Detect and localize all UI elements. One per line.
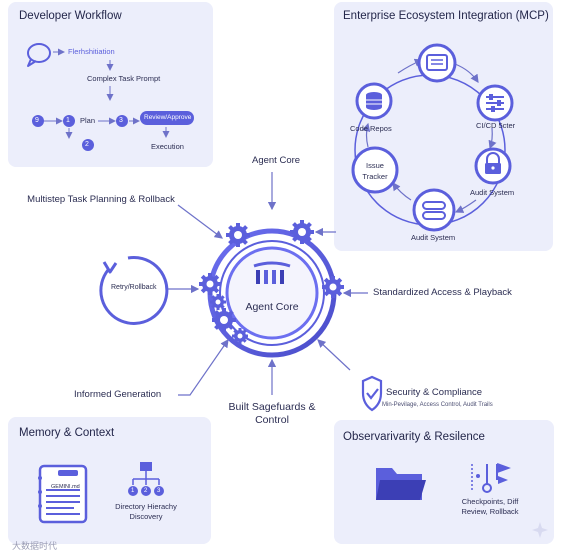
folder-icon xyxy=(376,468,426,500)
step-1-number: 1 xyxy=(66,117,70,124)
standardized-access-label: Standardized Access & Playback xyxy=(373,287,512,298)
informed-generation-label: Informed Generation xyxy=(74,389,162,400)
gear-icon xyxy=(199,273,221,295)
checkpoint-flags-icon xyxy=(471,463,511,493)
step-3-node xyxy=(116,115,128,127)
step-3-number: 3 xyxy=(119,117,123,124)
gear-icon xyxy=(226,223,250,247)
agent-core-ring xyxy=(207,228,337,358)
review-approve-pill xyxy=(140,111,194,125)
observability-title: Observarivarity & Resilence xyxy=(343,431,485,443)
issue-tracker-node xyxy=(351,146,399,194)
cicd-label: CI/CD 5cter xyxy=(476,121,516,130)
gear-icon xyxy=(322,276,344,298)
audit-system-right-label: Audit System xyxy=(470,188,515,197)
plan-label: Plan xyxy=(80,116,96,125)
sparkle-icon xyxy=(532,522,548,538)
developer-workflow-panel xyxy=(8,2,213,167)
step-2-number: 2 xyxy=(85,141,89,148)
retry-loop-icon xyxy=(99,255,169,325)
tree-node-1: 1 xyxy=(131,488,135,494)
complex-task-label: Complex Task Prompt xyxy=(87,74,161,83)
sliders-icon xyxy=(476,84,514,122)
prompt-input-label: Flerhshitiation xyxy=(68,47,115,56)
audit-system-bottom-label: Audit System xyxy=(411,233,456,242)
directory-tree-icon xyxy=(128,462,164,496)
step-2-node xyxy=(82,139,94,151)
developer-workflow-title: Developer Workflow xyxy=(19,10,122,22)
gear-icon xyxy=(210,294,226,310)
step-9-node xyxy=(32,115,44,127)
tree-node-3: 3 xyxy=(157,488,161,494)
step-1-node xyxy=(63,115,75,127)
speech-bubble-icon xyxy=(27,43,51,67)
security-title: Security & Compliance xyxy=(386,387,483,398)
agent-core-top-label: Agent Core xyxy=(252,155,301,166)
execution-label: Execution xyxy=(151,142,184,151)
observability-panel xyxy=(334,420,554,544)
database-icon xyxy=(355,82,393,120)
gear-icon xyxy=(290,220,314,244)
agent-core-logo-icon xyxy=(253,261,291,284)
audit-system-icon xyxy=(412,188,456,232)
gemini-md-label: GEMINI.md xyxy=(51,484,80,490)
enterprise-title: Enterprise Ecosystem Integration (MCP) xyxy=(343,10,549,22)
watermark-text: 大数据时代 xyxy=(12,541,58,551)
security-subtitle: Min-Pevilage, Access Control, Audit Trai… xyxy=(382,402,493,408)
tree-node-2: 2 xyxy=(144,488,148,494)
safeguards-label: Built Sagefuards & Control xyxy=(228,401,316,426)
shield-check-icon xyxy=(361,375,383,412)
gear-icon xyxy=(232,328,248,344)
gear-icon xyxy=(212,308,236,332)
code-repos-label: Code Repos xyxy=(350,124,392,133)
step-9-number: 9 xyxy=(35,117,39,124)
memory-title: Memory & Context xyxy=(19,427,115,439)
issue-tracker-label: Issue Tracker xyxy=(362,161,388,181)
lock-icon xyxy=(474,147,512,185)
document-icon xyxy=(38,464,88,524)
integration-hub-icon xyxy=(417,43,457,83)
retry-rollback-label: Retry/Rollback xyxy=(111,284,157,291)
directory-discovery-label: Directory Hierachy Discovery xyxy=(115,502,177,521)
agent-core-title: Agent Core xyxy=(245,301,299,313)
checkpoints-label: Checkpoints, Diff Review, Rollback xyxy=(461,497,519,516)
review-approve-label: Review/Approve xyxy=(144,114,192,121)
task-planning-label: Multistep Task Planning & Rollback xyxy=(27,194,175,205)
